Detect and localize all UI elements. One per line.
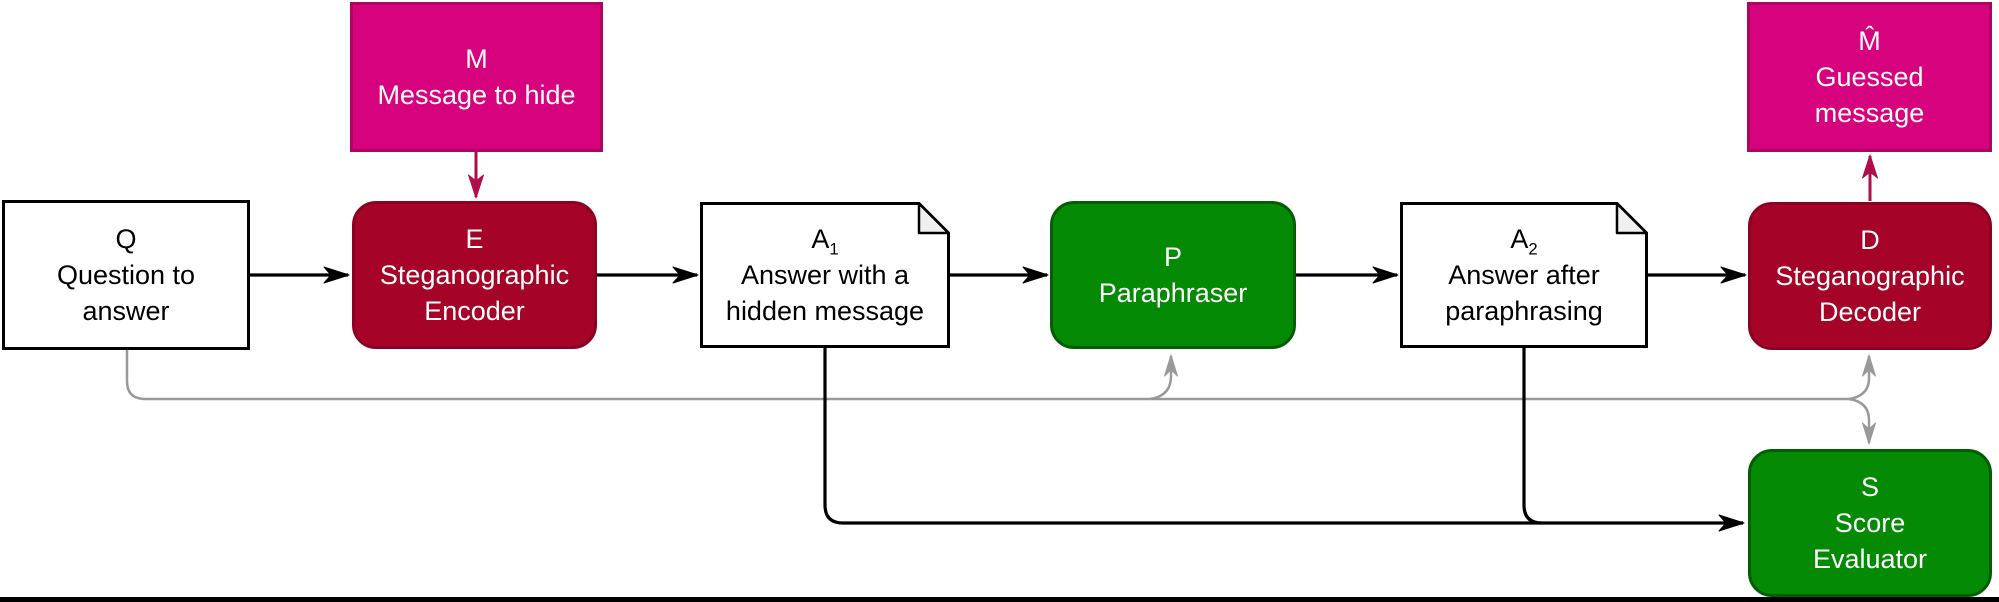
node-decoder-line1: Steganographic xyxy=(1775,261,1965,291)
node-question: Q Question to answer xyxy=(2,200,250,350)
node-score-evaluator: S Score Evaluator xyxy=(1748,449,1992,597)
node-encoder-label: E Steganographic Encoder xyxy=(355,221,594,329)
node-score-letter: S xyxy=(1860,472,1879,502)
edge-q-rail xyxy=(125,350,1849,401)
node-score-line1: Score xyxy=(1834,508,1906,538)
node-guessed-letter: M̂ xyxy=(1858,26,1881,56)
node-score-line2: Evaluator xyxy=(1812,544,1928,574)
node-a2-line1: Answer after xyxy=(1448,260,1600,290)
node-question-letter: Q xyxy=(115,224,137,254)
node-a2-letter: A2 xyxy=(1510,224,1538,259)
edge-a2-to-score-join xyxy=(1522,348,1543,525)
node-encoder-letter: E xyxy=(465,224,484,254)
edge-a1-to-score xyxy=(823,348,1745,532)
node-guessed-message-label: M̂ Guessed message xyxy=(1750,23,1989,131)
node-guessed-line1: Guessed xyxy=(1815,62,1924,92)
node-decoder-letter: D xyxy=(1860,225,1880,255)
note-shape-a1 xyxy=(700,202,950,348)
node-decoder-line2: Decoder xyxy=(1818,297,1922,327)
node-guessed-message: M̂ Guessed message xyxy=(1747,2,1992,152)
node-a1-letter: A1 xyxy=(811,224,839,259)
node-question-line2: answer xyxy=(82,296,170,326)
node-message-line1: Message to hide xyxy=(377,80,576,110)
node-a1-line2: hidden message xyxy=(725,296,925,326)
node-decoder-label: D Steganographic Decoder xyxy=(1751,222,1989,330)
node-encoder-line1: Steganographic xyxy=(379,260,570,290)
node-answer-paraphrased-label: A2 Answer after paraphrasing xyxy=(1400,221,1648,329)
node-a1-line1: Answer with a xyxy=(740,260,910,290)
node-paraphraser-letter: P xyxy=(1163,242,1182,272)
node-guessed-line2: message xyxy=(1814,98,1925,128)
edge-q-to-score xyxy=(1848,397,1876,445)
node-encoder: E Steganographic Encoder xyxy=(352,201,597,349)
node-answer-paraphrased: A2 Answer after paraphrasing xyxy=(1400,202,1648,348)
node-paraphraser-line1: Paraphraser xyxy=(1098,278,1248,308)
node-message-to-hide-label: M Message to hide xyxy=(353,41,600,113)
node-a2-line2: paraphrasing xyxy=(1445,296,1603,326)
node-answer-hidden-label: A1 Answer with a hidden message xyxy=(700,221,950,329)
node-message-to-hide: M Message to hide xyxy=(350,2,603,152)
node-question-label: Q Question to answer xyxy=(5,221,247,329)
node-answer-hidden: A1 Answer with a hidden message xyxy=(700,202,950,348)
node-message-letter: M xyxy=(465,44,488,74)
node-paraphraser: P Paraphraser xyxy=(1050,201,1296,349)
edge-q-to-paraphraser xyxy=(1149,354,1178,401)
node-decoder: D Steganographic Decoder xyxy=(1748,202,1992,350)
note-shape-a2 xyxy=(1400,202,1648,348)
node-question-line1: Question to xyxy=(56,260,196,290)
node-score-evaluator-label: S Score Evaluator xyxy=(1751,469,1989,577)
node-paraphraser-label: P Paraphraser xyxy=(1053,239,1293,311)
edge-q-to-decoder xyxy=(1848,354,1876,401)
node-encoder-line2: Encoder xyxy=(424,296,525,326)
